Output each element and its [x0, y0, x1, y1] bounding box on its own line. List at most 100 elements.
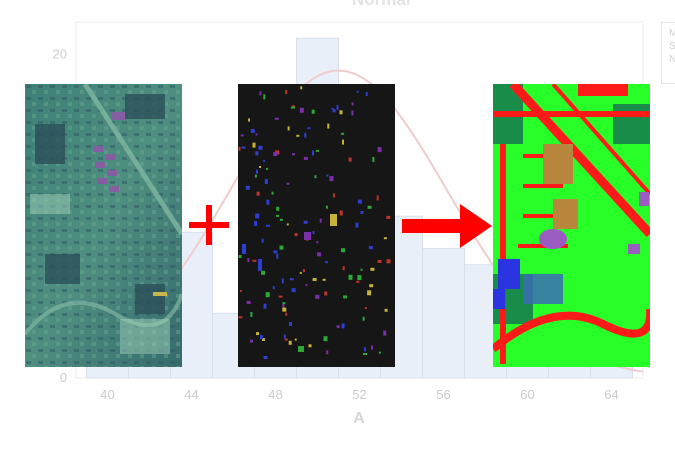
- label-pixel: [241, 146, 246, 149]
- label-pixel: [256, 191, 260, 196]
- x-tick-label: 64: [604, 387, 618, 402]
- label-pixel: [249, 339, 253, 343]
- label-region: [304, 232, 311, 240]
- label-pixel: [254, 221, 258, 226]
- label-pixel: [372, 157, 375, 162]
- label-pixel: [325, 205, 328, 209]
- label-pixel: [291, 288, 296, 293]
- label-pixel: [250, 129, 255, 133]
- label-pixel: [303, 220, 308, 224]
- x-tick-label: 60: [520, 387, 534, 402]
- label-pixel: [286, 223, 289, 226]
- label-pixel: [261, 270, 266, 275]
- label-pixel: [365, 92, 368, 96]
- label-pixel: [333, 193, 335, 198]
- label-pixel: [363, 353, 367, 355]
- label-pixel: [356, 280, 360, 283]
- label-pixel: [279, 218, 283, 221]
- label-pixel: [279, 245, 284, 250]
- label-pixel: [255, 213, 260, 219]
- label-pixel: [378, 351, 381, 354]
- label-pixel: [314, 175, 317, 179]
- label-pixel: [292, 153, 295, 156]
- label-pixel: [364, 347, 366, 352]
- label-pixel: [252, 259, 257, 262]
- label-pixel: [341, 132, 345, 135]
- label-pixel: [323, 336, 328, 342]
- label-pixel: [312, 278, 317, 281]
- label-pixel: [300, 86, 303, 90]
- label-pixel: [238, 316, 243, 319]
- label-pixel: [289, 278, 294, 281]
- label-pixel: [384, 308, 388, 312]
- label-pixel: [369, 284, 374, 288]
- chart-legend: M S N: [661, 22, 675, 84]
- label-pixel: [302, 269, 305, 273]
- label-pixel: [274, 117, 279, 120]
- label-pixel: [281, 278, 284, 284]
- label-region: [242, 244, 246, 254]
- label-pixel: [351, 110, 354, 116]
- label-pixel: [316, 241, 319, 244]
- legend-entry-3: N: [669, 54, 675, 65]
- label-pixel: [283, 334, 286, 339]
- label-pixel: [370, 267, 375, 271]
- label-pixel: [304, 132, 307, 138]
- label-pixel: [364, 307, 367, 310]
- label-pixel: [312, 150, 314, 156]
- label-pixel: [250, 312, 253, 317]
- label-pixel: [305, 284, 308, 287]
- hyperspectral-image-drawing: [25, 84, 182, 367]
- label-pixel: [246, 300, 251, 304]
- label-pixel: [286, 182, 290, 185]
- label-pixel: [238, 146, 241, 151]
- label-pixel: [322, 278, 326, 281]
- label-pixel: [276, 214, 279, 217]
- label-pixel: [351, 102, 354, 106]
- label-pixel: [326, 174, 329, 177]
- label-pixel: [343, 295, 348, 299]
- label-pixel: [275, 150, 280, 155]
- label-pixel: [259, 91, 262, 96]
- label-pixel: [288, 340, 292, 345]
- label-pixel: [341, 248, 345, 253]
- label-pixel: [238, 255, 242, 258]
- x-tick-label: 40: [100, 387, 114, 402]
- classification-map-image: [493, 84, 650, 367]
- label-pixel: [342, 266, 345, 271]
- label-pixel: [303, 156, 308, 160]
- label-pixel: [331, 107, 334, 110]
- label-pixel: [386, 215, 391, 219]
- label-pixel: [296, 134, 300, 137]
- label-pixel: [263, 94, 266, 100]
- label-pixel: [245, 185, 250, 190]
- legend-entry-1: M: [669, 28, 675, 39]
- label-pixel: [326, 350, 329, 355]
- label-pixel: [255, 151, 259, 156]
- label-pixel: [315, 294, 320, 299]
- label-pixel: [329, 176, 334, 182]
- label-pixel: [360, 211, 364, 214]
- label-pixel: [276, 206, 280, 211]
- label-region: [298, 346, 304, 352]
- x-axis-label: A: [353, 410, 365, 427]
- label-pixel: [342, 139, 344, 145]
- label-pixel: [263, 160, 266, 163]
- label-pixel: [289, 322, 292, 326]
- label-pixel: [319, 218, 322, 223]
- x-tick-label: 48: [268, 387, 282, 402]
- classification-map-drawing: [493, 84, 650, 367]
- label-pixel: [348, 274, 353, 280]
- label-pixel: [256, 332, 259, 336]
- x-tick-label: 52: [352, 387, 366, 402]
- label-pixel: [273, 152, 278, 156]
- label-pixel: [357, 275, 362, 281]
- label-pixel: [339, 110, 343, 115]
- label-pixel: [377, 147, 382, 153]
- label-pixel: [272, 286, 275, 290]
- label-pixel: [332, 109, 336, 113]
- label-pixel: [255, 133, 258, 136]
- label-pixel: [383, 330, 387, 336]
- label-pixel: [265, 224, 270, 227]
